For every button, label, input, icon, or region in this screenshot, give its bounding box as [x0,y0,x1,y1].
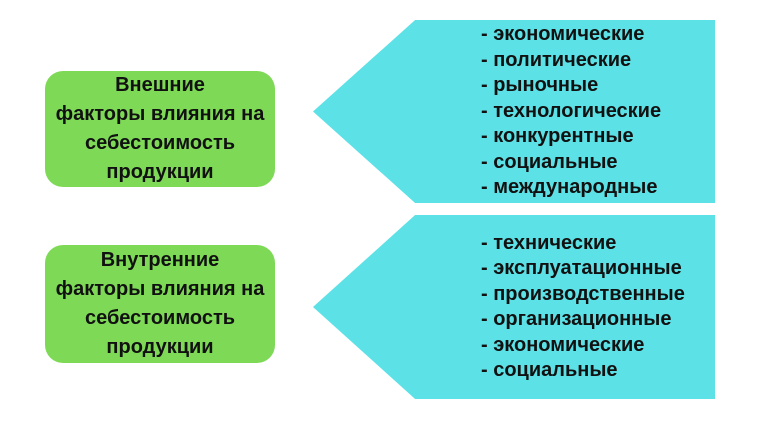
box-line: себестоимость [84,132,236,154]
external-factors-arrow: - экономические - политические - рыночны… [313,20,715,203]
box-line: продукции [106,336,214,358]
external-factors-box: Внешние факторы влияния на себестоимость… [45,71,275,187]
list-item: - экономические [481,23,645,46]
box-line: продукции [106,161,214,183]
list-item: - производственные [481,282,685,305]
internal-factors-list: - технические - эксплуатационные - произ… [313,231,715,384]
box-line: факторы влияния на [55,103,265,125]
list-item: - международные [481,176,658,199]
box-line: Внешние [115,74,205,96]
list-item: - политические [481,48,632,71]
box-line: себестоимость [84,307,236,329]
list-item: - социальные [481,359,618,381]
box-line: факторы влияния на [55,278,265,300]
external-factors-list: - экономические - политические - рыночны… [313,22,715,201]
list-item: - организационные [481,308,672,330]
list-item: - конкурентные [481,125,634,148]
box-line: Внутренние [100,249,220,271]
list-item: - технологические [481,99,662,122]
list-item: - эксплуатационные [481,257,682,279]
internal-factors-box: Внутренние факторы влияния на себестоимо… [45,245,275,363]
list-item: - экономические [481,333,645,356]
list-item: - технические [481,231,617,254]
list-item: - рыночные [481,74,599,97]
list-item: - социальные [481,150,618,173]
internal-factors-arrow: - технические - эксплуатационные - произ… [313,215,715,399]
